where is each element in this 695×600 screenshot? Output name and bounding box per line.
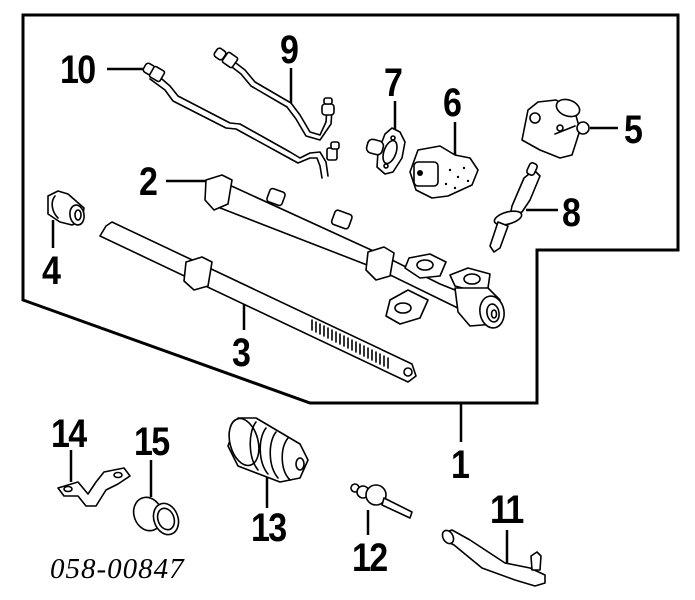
leader-lines — [51, 67, 618, 563]
part-9-pressure-line[interactable] — [213, 47, 335, 141]
callout-15[interactable]: 15 — [134, 420, 170, 464]
part-11-tie-rod-end[interactable] — [440, 528, 546, 587]
callout-12[interactable]: 12 — [352, 536, 388, 580]
callout-14[interactable]: 14 — [51, 412, 87, 456]
callout-5[interactable]: 5 — [624, 108, 643, 152]
part-10-return-line[interactable] — [142, 62, 340, 179]
part-13-boot[interactable] — [224, 415, 309, 483]
callout-4[interactable]: 4 — [42, 249, 61, 293]
callout-1[interactable]: 1 — [451, 443, 470, 487]
callout-6[interactable]: 6 — [443, 81, 462, 125]
part-5-valve-body[interactable] — [521, 96, 590, 159]
part-14-clamp-bracket[interactable] — [57, 467, 131, 507]
rack-teeth — [311, 319, 389, 369]
callout-11[interactable]: 11 — [490, 488, 524, 532]
part-6-mount[interactable] — [409, 145, 479, 199]
callout-3[interactable]: 3 — [232, 331, 251, 375]
reference-number: 058-00847 — [50, 553, 185, 585]
part-12-inner-tie-rod[interactable] — [350, 483, 413, 519]
callout-9[interactable]: 9 — [280, 28, 299, 72]
assembly-frame — [21, 13, 680, 405]
callout-8[interactable]: 8 — [562, 191, 581, 235]
part-7-bracket[interactable] — [365, 127, 406, 175]
part-2-housing[interactable] — [204, 174, 507, 330]
callout-13[interactable]: 13 — [251, 506, 287, 550]
part-8-pinion[interactable] — [489, 162, 541, 253]
part-3-rack[interactable] — [99, 221, 417, 383]
part-15-grommet[interactable] — [129, 493, 183, 538]
callout-2[interactable]: 2 — [139, 160, 158, 204]
callout-10[interactable]: 10 — [60, 48, 96, 92]
callout-7[interactable]: 7 — [384, 61, 403, 105]
part-4-bushing[interactable] — [47, 190, 86, 226]
